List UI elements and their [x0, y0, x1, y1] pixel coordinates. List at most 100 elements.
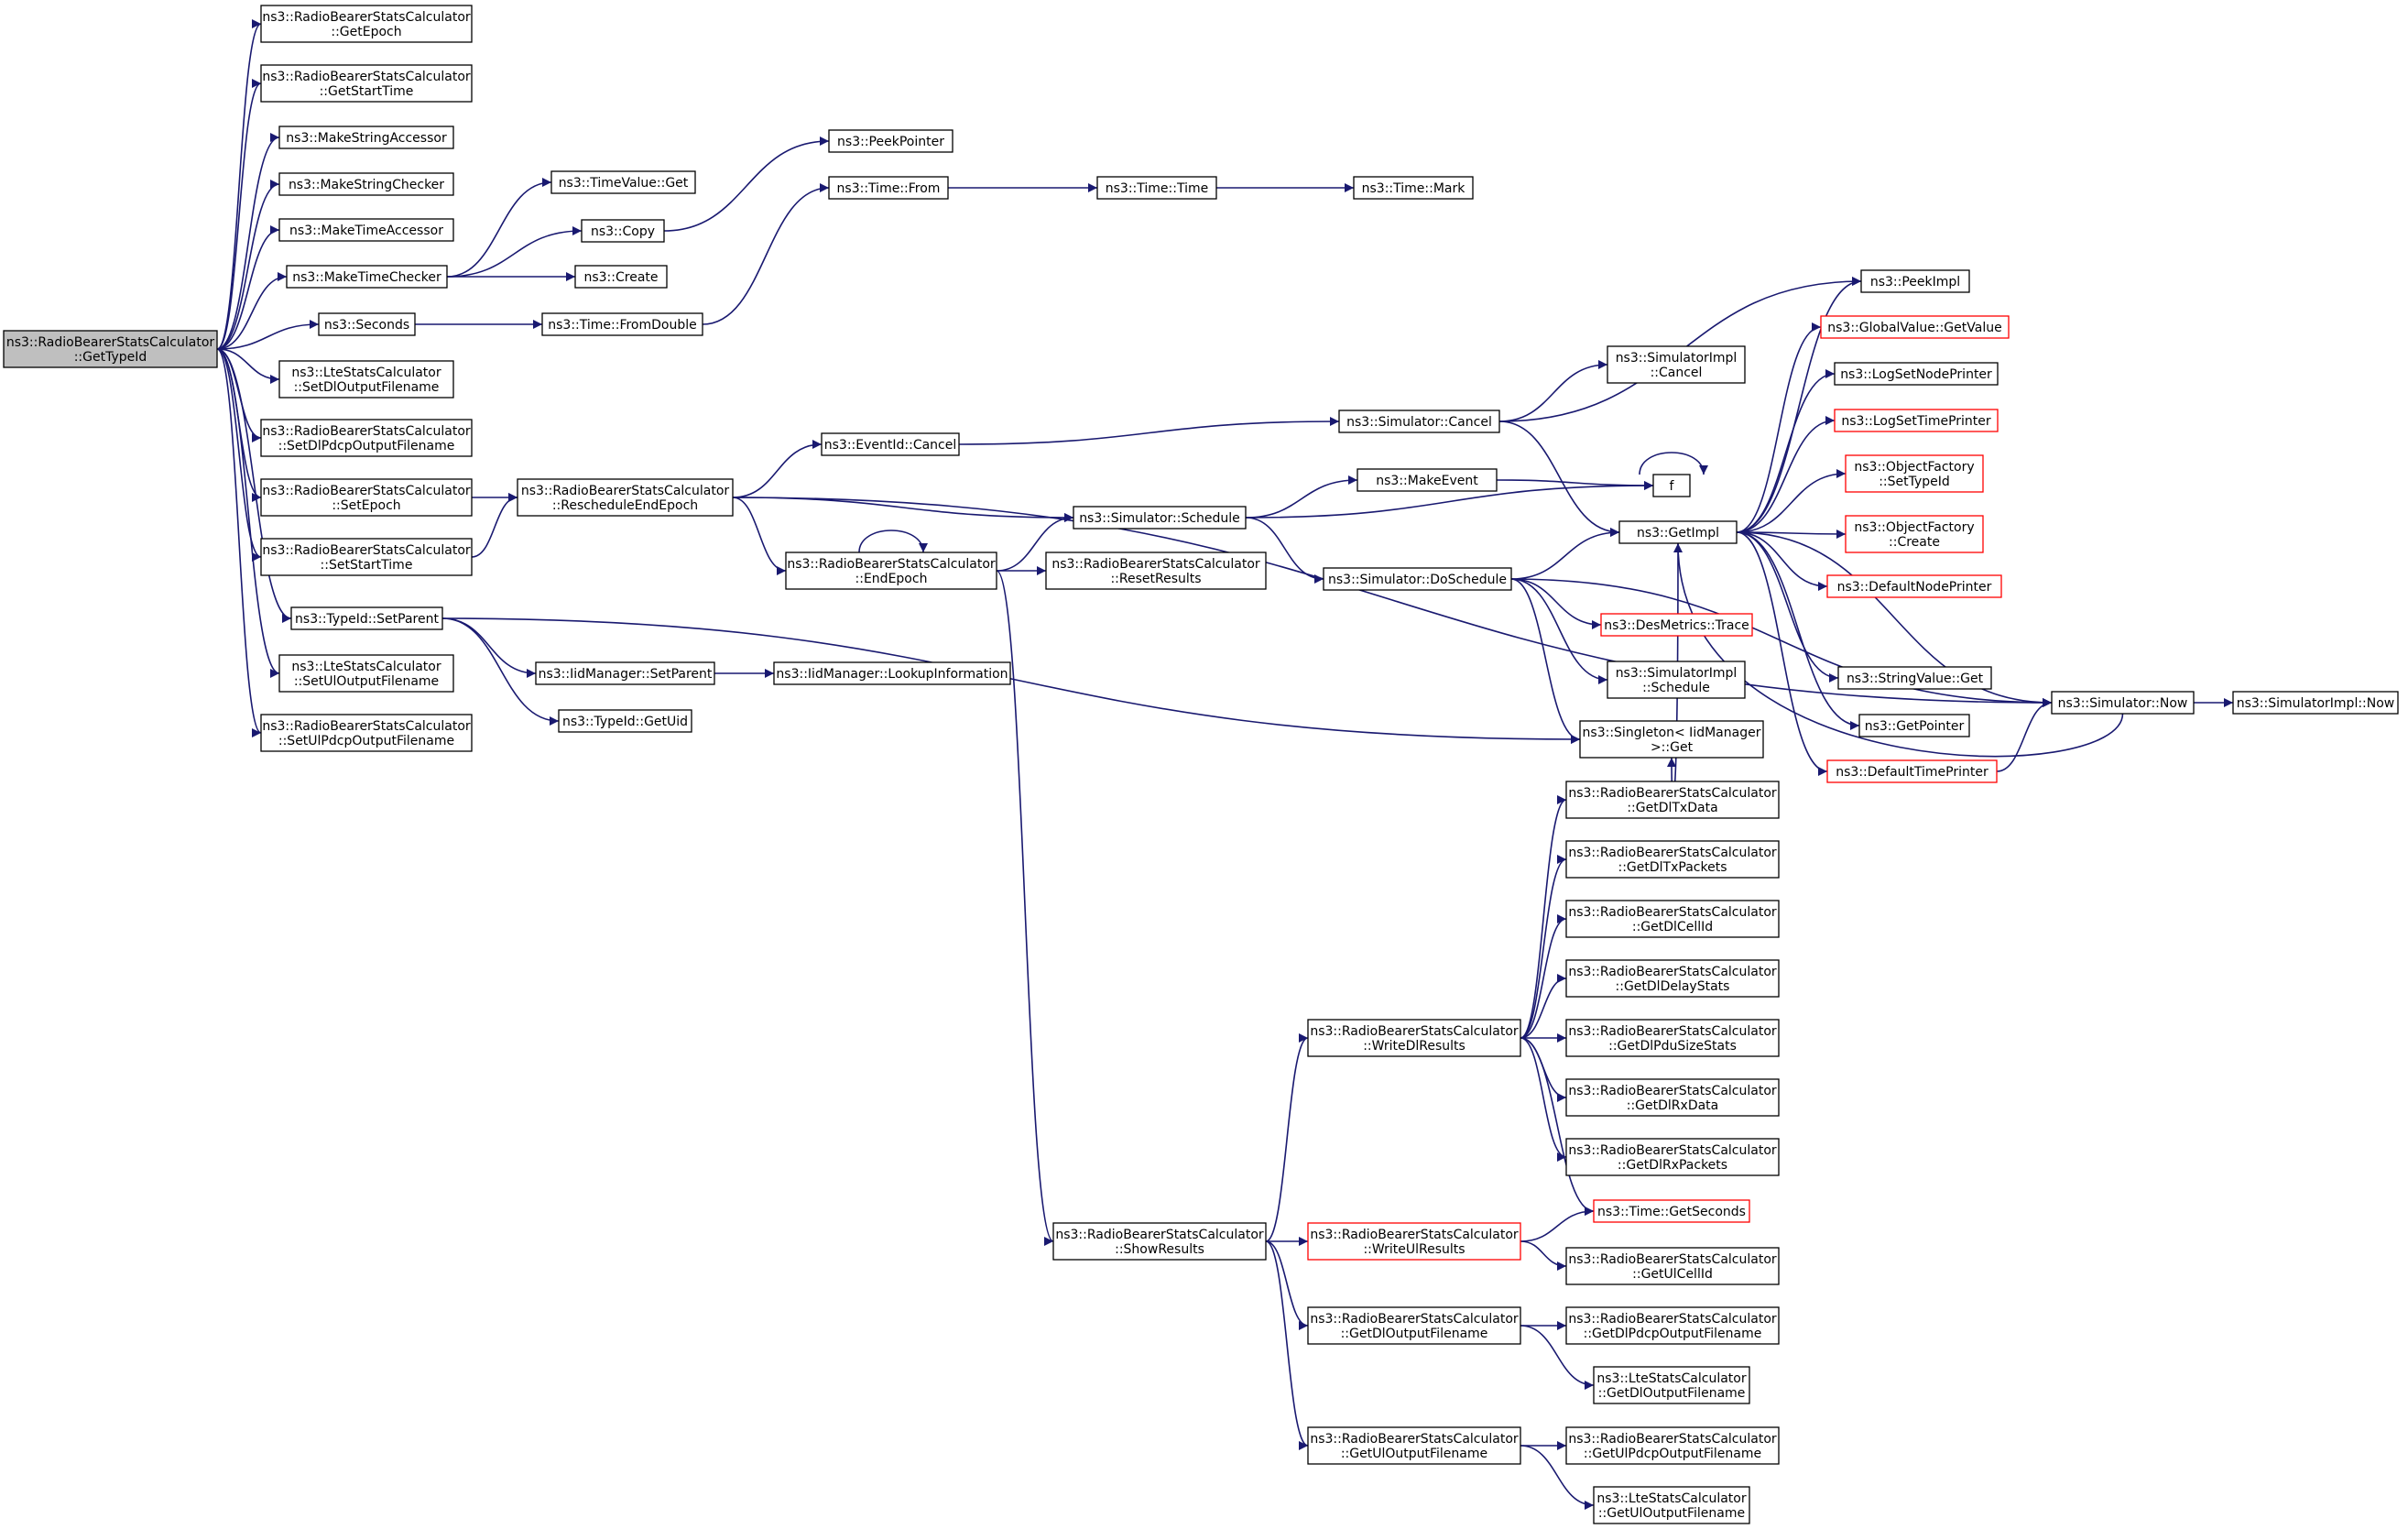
node-label: ns3::RadioBearerStatsCalculator [1310, 1312, 1519, 1327]
node-event-id-cancel[interactable]: ns3::EventId::Cancel [821, 432, 960, 456]
node-log-set-time-printer[interactable]: ns3::LogSetTimePrinter [1834, 409, 1999, 432]
node-set-epoch[interactable]: ns3::RadioBearerStatsCalculator::SetEpoc… [260, 478, 473, 517]
node-box [1073, 506, 1247, 530]
node-box [574, 265, 668, 289]
node-rb-get-dl-out[interactable]: ns3::RadioBearerStatsCalculator::GetDlOu… [1307, 1306, 1521, 1345]
node-label: ns3::RadioBearerStatsCalculator [1310, 1432, 1519, 1447]
edge-root-to-lte-set-dl-out [216, 348, 280, 384]
edge-root-to-set-start-time [216, 348, 262, 562]
node-get-dl-cell-id[interactable]: ns3::RadioBearerStatsCalculator::GetDlCe… [1565, 900, 1780, 938]
node-get-dl-rx-data[interactable]: ns3::RadioBearerStatsCalculator::GetDlRx… [1565, 1078, 1780, 1117]
node-sim-schedule[interactable]: ns3::Simulator::Schedule [1073, 506, 1247, 530]
node-label: ns3::RadioBearerStatsCalculator [1568, 905, 1777, 920]
node-singleton-get[interactable]: ns3::Singleton< IidManager >::Get [1579, 720, 1764, 759]
node-get-impl[interactable]: ns3::GetImpl [1618, 520, 1738, 544]
node-global-value-get-value[interactable]: ns3::GlobalValue::GetValue [1820, 315, 2010, 339]
node-des-metrics-trace[interactable]: ns3::DesMetrics::Trace [1600, 613, 1753, 637]
node-root[interactable]: ns3::RadioBearerStatsCalculator::GetType… [3, 330, 218, 368]
node-end-epoch[interactable]: ns3::RadioBearerStatsCalculator::EndEpoc… [785, 552, 997, 590]
node-time-time[interactable]: ns3::Time::Time [1096, 176, 1217, 200]
node-label: ns3::RadioBearerStatsCalculator [262, 10, 471, 25]
node-make-string-checker[interactable]: ns3::MakeStringChecker [278, 172, 454, 196]
edge-do-schedule-to-des-metrics-trace [1510, 578, 1602, 629]
node-peek-impl[interactable]: ns3::PeekImpl [1860, 269, 1970, 293]
node-label: ns3::PeekPointer [837, 135, 944, 149]
node-label: ns3::Singleton< IidManager [1583, 726, 1761, 740]
node-show-results[interactable]: ns3::RadioBearerStatsCalculator::ShowRes… [1052, 1222, 1267, 1261]
node-get-dl-rx-packets[interactable]: ns3::RadioBearerStatsCalculator::GetDlRx… [1565, 1138, 1780, 1176]
node-f[interactable]: f [1652, 474, 1691, 497]
node-time-from[interactable]: ns3::Time::From [828, 176, 949, 200]
node-write-ul-results[interactable]: ns3::RadioBearerStatsCalculator::WriteUl… [1307, 1222, 1521, 1261]
edge-end-epoch-to-show-results [996, 570, 1054, 1246]
node-type-id-set-parent[interactable]: ns3::TypeId::SetParent [290, 606, 443, 630]
node-sim-impl-cancel[interactable]: ns3::SimulatorImpl::Cancel [1607, 345, 1746, 384]
node-type-id-get-uid[interactable]: ns3::TypeId::GetUid [558, 709, 692, 733]
node-sim-cancel[interactable]: ns3::Simulator::Cancel [1338, 410, 1500, 433]
node-get-dl-pdu-size-stats[interactable]: ns3::RadioBearerStatsCalculator::GetDlPd… [1565, 1019, 1780, 1057]
node-write-dl-results[interactable]: ns3::RadioBearerStatsCalculator::WriteDl… [1307, 1019, 1521, 1057]
node-do-schedule[interactable]: ns3::Simulator::DoSchedule [1323, 567, 1512, 591]
node-make-string-accessor[interactable]: ns3::MakeStringAccessor [278, 126, 454, 149]
node-rb-get-ul-out[interactable]: ns3::RadioBearerStatsCalculator::GetUlOu… [1307, 1426, 1521, 1465]
node-lte-get-dl-out[interactable]: ns3::LteStatsCalculator::GetDlOutputFile… [1593, 1366, 1750, 1404]
node-lte-set-dl-out[interactable]: ns3::LteStatsCalculator::SetDlOutputFile… [278, 360, 454, 399]
node-rb-set-dl-pdcp[interactable]: ns3::RadioBearerStatsCalculator::SetDlPd… [260, 419, 473, 457]
node-sim-impl-schedule[interactable]: ns3::SimulatorImpl::Schedule [1607, 661, 1746, 699]
node-lte-set-ul-out[interactable]: ns3::LteStatsCalculator::SetUlOutputFile… [278, 654, 454, 693]
node-rb-set-ul-pdcp[interactable]: ns3::RadioBearerStatsCalculator::SetUlPd… [260, 714, 473, 752]
node-sim-impl-now[interactable]: ns3::SimulatorImpl::Now [2232, 691, 2399, 715]
edge-root-to-rb-set-ul-pdcp [216, 348, 262, 737]
node-box [1565, 1247, 1780, 1285]
node-from-double[interactable]: ns3::Time::FromDouble [541, 312, 703, 336]
node-label: ns3::RadioBearerStatsCalculator [6, 335, 215, 350]
node-get-dl-delay-stats[interactable]: ns3::RadioBearerStatsCalculator::GetDlDe… [1565, 959, 1780, 998]
node-time-get-seconds[interactable]: ns3::Time::GetSeconds [1593, 1199, 1750, 1223]
node-label: ::GetUlPdcpOutputFilename [1584, 1447, 1761, 1461]
node-set-start-time[interactable]: ns3::RadioBearerStatsCalculator::SetStar… [260, 538, 473, 576]
node-label: ::RescheduleEndEpoch [552, 498, 698, 513]
node-box [1593, 1199, 1750, 1223]
node-seconds[interactable]: ns3::Seconds [318, 312, 416, 336]
node-get-ul-cell-id[interactable]: ns3::RadioBearerStatsCalculator::GetUlCe… [1565, 1247, 1780, 1285]
node-iid-lookup[interactable]: ns3::IidManager::LookupInformation [773, 661, 1011, 685]
node-get-dl-tx-packets[interactable]: ns3::RadioBearerStatsCalculator::GetDlTx… [1565, 840, 1780, 879]
node-label: ns3::Create [583, 270, 658, 285]
node-box [828, 176, 949, 200]
node-obj-factory-create[interactable]: ns3::ObjectFactory::Create [1845, 515, 1984, 553]
node-get-epoch[interactable]: ns3::RadioBearerStatsCalculator::GetEpoc… [260, 5, 473, 43]
node-make-event[interactable]: ns3::MakeEvent [1357, 468, 1498, 492]
node-copy[interactable]: ns3::Copy [581, 219, 665, 243]
node-obj-factory-set-type-id[interactable]: ns3::ObjectFactory::SetTypeId [1845, 454, 1984, 493]
node-label: ns3::Seconds [324, 318, 409, 333]
node-label: ns3::StringValue::Get [1847, 672, 1984, 686]
edge-do-schedule-to-sim-impl-schedule [1510, 578, 1608, 684]
node-label: ns3::Simulator::Cancel [1346, 415, 1492, 430]
node-label: ns3::LteStatsCalculator [291, 366, 441, 380]
node-default-time-printer[interactable]: ns3::DefaultTimePrinter [1826, 759, 1998, 783]
node-time-value-get[interactable]: ns3::TimeValue::Get [550, 170, 696, 194]
edge-root-to-make-time-accessor [216, 225, 280, 350]
node-string-value-get[interactable]: ns3::StringValue::Get [1837, 666, 1992, 690]
node-sim-now[interactable]: ns3::Simulator::Now [2051, 691, 2195, 715]
node-get-dl-tx-data[interactable]: ns3::RadioBearerStatsCalculator::GetDlTx… [1565, 781, 1780, 819]
node-rb-get-ul-pdcp[interactable]: ns3::RadioBearerStatsCalculator::GetUlPd… [1565, 1426, 1780, 1465]
node-make-time-accessor[interactable]: ns3::MakeTimeAccessor [278, 218, 454, 242]
node-lte-get-ul-out[interactable]: ns3::LteStatsCalculator::GetUlOutputFile… [1593, 1486, 1750, 1524]
node-time-mark[interactable]: ns3::Time::Mark [1353, 176, 1474, 200]
edge-make-time-checker-to-copy [446, 226, 583, 278]
node-iid-set-parent[interactable]: ns3::IidManager::SetParent [535, 661, 715, 685]
node-create[interactable]: ns3::Create [574, 265, 668, 289]
node-get-start-time[interactable]: ns3::RadioBearerStatsCalculator::GetStar… [260, 64, 473, 103]
node-default-node-printer[interactable]: ns3::DefaultNodePrinter [1826, 574, 2002, 598]
node-get-pointer[interactable]: ns3::GetPointer [1858, 714, 1970, 737]
edge-get-impl-to-obj-factory-set-type-id [1736, 469, 1847, 533]
node-make-time-checker[interactable]: ns3::MakeTimeChecker [286, 265, 448, 289]
node-reset-results[interactable]: ns3::RadioBearerStatsCalculator::ResetRe… [1045, 552, 1267, 590]
node-box [1826, 574, 2002, 598]
node-label: ::Schedule [1642, 681, 1710, 695]
node-peek-pointer[interactable]: ns3::PeekPointer [828, 129, 953, 153]
node-reschedule[interactable]: ns3::RadioBearerStatsCalculator::Resched… [517, 478, 734, 517]
node-rb-get-dl-pdcp[interactable]: ns3::RadioBearerStatsCalculator::GetDlPd… [1565, 1306, 1780, 1345]
node-log-set-node-printer[interactable]: ns3::LogSetNodePrinter [1834, 362, 1999, 386]
